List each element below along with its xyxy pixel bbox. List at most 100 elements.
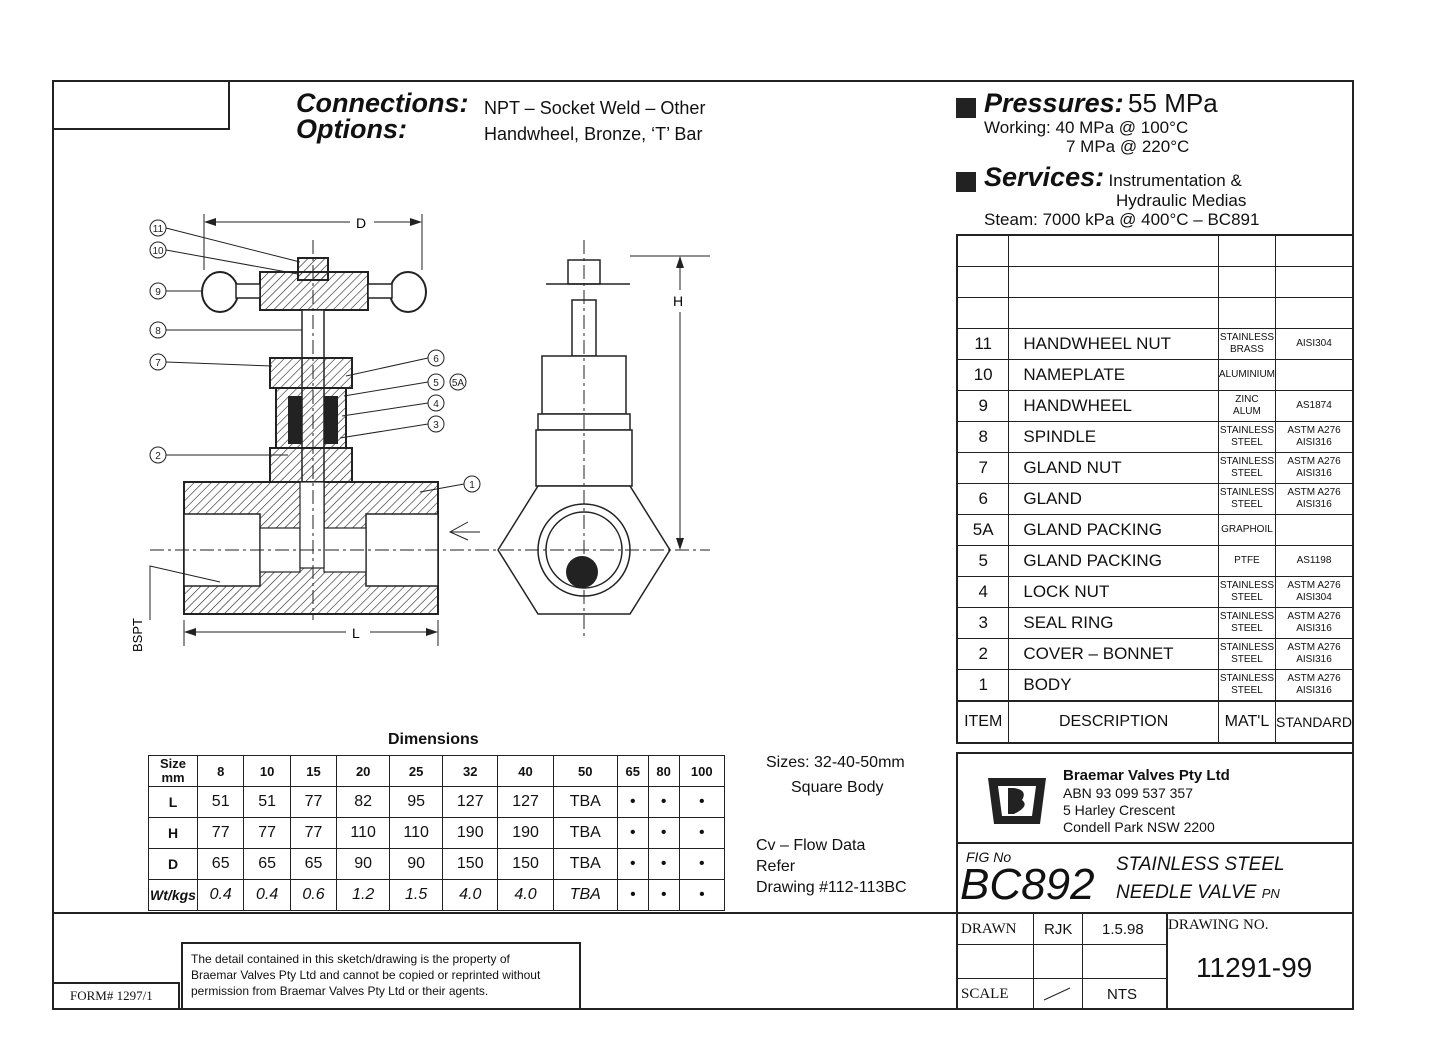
company-block: Braemar Valves Pty Ltd ABN 93 099 537 35… bbox=[956, 752, 1354, 844]
size-header: 100 bbox=[678, 755, 726, 787]
dimension-cell: • bbox=[678, 786, 726, 818]
part-material: ALUMINIUM bbox=[1217, 359, 1277, 391]
revision-box bbox=[52, 80, 230, 130]
options-value: Handwheel, Bronze, ‘T’ Bar bbox=[484, 124, 703, 144]
dimension-cell: • bbox=[678, 848, 726, 880]
dimension-cell: • bbox=[616, 879, 649, 911]
dim-d-label: D bbox=[356, 215, 366, 231]
callout-10: 10 bbox=[152, 246, 164, 257]
part-material-line: STAINLESS bbox=[1219, 425, 1275, 436]
part-item: 5 bbox=[956, 545, 1010, 577]
parts-blank-row bbox=[956, 266, 1354, 298]
dimension-cell: • bbox=[647, 786, 680, 818]
dimension-cell: • bbox=[647, 879, 680, 911]
note-cv-2: Refer bbox=[756, 858, 796, 875]
dimension-cell: • bbox=[647, 848, 680, 880]
disclaimer-line-3: permission from Braemar Valves Pty Ltd o… bbox=[191, 984, 489, 998]
part-description: SPINDLE bbox=[1008, 421, 1219, 453]
drawn-label: DRAWN bbox=[961, 921, 1017, 937]
dimension-cell: • bbox=[616, 817, 649, 849]
part-standard: AS1198 bbox=[1275, 545, 1354, 577]
part-material-line: STAINLESS bbox=[1219, 673, 1275, 684]
part-standard-line: AISI316 bbox=[1296, 437, 1332, 448]
dimension-cell: 77 bbox=[243, 817, 291, 849]
services-heading: Services: Instrumentation & bbox=[956, 162, 1242, 193]
part-material-line: GRAPHOIL bbox=[1221, 524, 1273, 535]
size-label: Size mm bbox=[148, 755, 198, 787]
part-material-line: STAINLESS bbox=[1219, 332, 1275, 343]
size-header: 15 bbox=[289, 755, 338, 787]
head-description: DESCRIPTION bbox=[1008, 700, 1219, 744]
dimension-cell: 90 bbox=[389, 848, 444, 880]
part-material-line: STEEL bbox=[1231, 499, 1263, 510]
drawing-no: 11291-99 bbox=[1196, 952, 1313, 983]
callout-2: 2 bbox=[155, 451, 161, 462]
part-material-line: STAINLESS bbox=[1219, 611, 1275, 622]
company-abn: ABN 93 099 537 357 bbox=[1063, 785, 1193, 801]
company-address-2: Condell Park NSW 2200 bbox=[1063, 819, 1215, 835]
part-item: 8 bbox=[956, 421, 1010, 453]
part-description: GLAND bbox=[1008, 483, 1219, 515]
dimension-cell: 65 bbox=[243, 848, 291, 880]
dimension-cell: • bbox=[678, 817, 726, 849]
part-standard-line: ASTM A276 bbox=[1287, 456, 1341, 467]
part-standard-line: AS1198 bbox=[1296, 555, 1332, 566]
product-desc-2: NEEDLE VALVE PN bbox=[1116, 882, 1280, 904]
dimension-cell: 65 bbox=[196, 848, 245, 880]
part-description: NAMEPLATE bbox=[1008, 359, 1219, 391]
dimension-cell: 0.6 bbox=[289, 879, 338, 911]
part-description: LOCK NUT bbox=[1008, 576, 1219, 608]
part-description: HANDWHEEL NUT bbox=[1008, 328, 1219, 360]
part-standard-line: AISI316 bbox=[1296, 499, 1332, 510]
dimension-cell: TBA bbox=[552, 817, 618, 849]
head-material: MAT'L bbox=[1217, 700, 1277, 744]
services-label: Services: bbox=[984, 162, 1105, 192]
dimension-cell: 150 bbox=[442, 848, 499, 880]
working-pressure-2: 7 MPa @ 220°C bbox=[1066, 137, 1190, 156]
dimension-cell: 127 bbox=[442, 786, 499, 818]
part-standard bbox=[1275, 359, 1354, 391]
services-line1: Instrumentation & bbox=[1108, 171, 1242, 190]
dimension-cell: 110 bbox=[336, 817, 391, 849]
titleblock-left-border bbox=[956, 752, 958, 1010]
part-material-line: STAINLESS bbox=[1219, 642, 1275, 653]
part-material-line: STEEL bbox=[1231, 623, 1263, 634]
part-item: 7 bbox=[956, 452, 1010, 484]
dimension-cell: 4.0 bbox=[442, 879, 499, 911]
company-address-1: 5 Harley Crescent bbox=[1063, 802, 1176, 818]
part-description: HANDWHEEL bbox=[1008, 390, 1219, 422]
part-item: 1 bbox=[956, 669, 1010, 702]
dimension-cell: 51 bbox=[196, 786, 245, 818]
part-material-line: STAINLESS bbox=[1219, 487, 1275, 498]
dimension-cell: 127 bbox=[497, 786, 554, 818]
callout-5: 5 bbox=[433, 378, 439, 389]
part-standard-line: AISI316 bbox=[1296, 468, 1332, 479]
dimension-cell: • bbox=[678, 879, 726, 911]
title-grid: DRAWN RJK 1.5.98 DRAWING NO. 11291-99 SC… bbox=[956, 912, 1354, 1010]
part-standard-line: AS1874 bbox=[1296, 400, 1332, 411]
part-standard-line: ASTM A276 bbox=[1287, 642, 1341, 653]
callout-5a: 5A bbox=[452, 378, 465, 389]
callout-7: 7 bbox=[155, 358, 161, 369]
part-material-line: ZINC bbox=[1235, 394, 1259, 405]
dim-l-label: L bbox=[352, 625, 360, 641]
dimension-row-label: L bbox=[148, 786, 198, 818]
dimension-cell: TBA bbox=[552, 879, 618, 911]
scale-slash-icon bbox=[1043, 987, 1071, 1001]
part-material: GRAPHOIL bbox=[1217, 514, 1277, 546]
parts-blank-row bbox=[956, 297, 1354, 329]
